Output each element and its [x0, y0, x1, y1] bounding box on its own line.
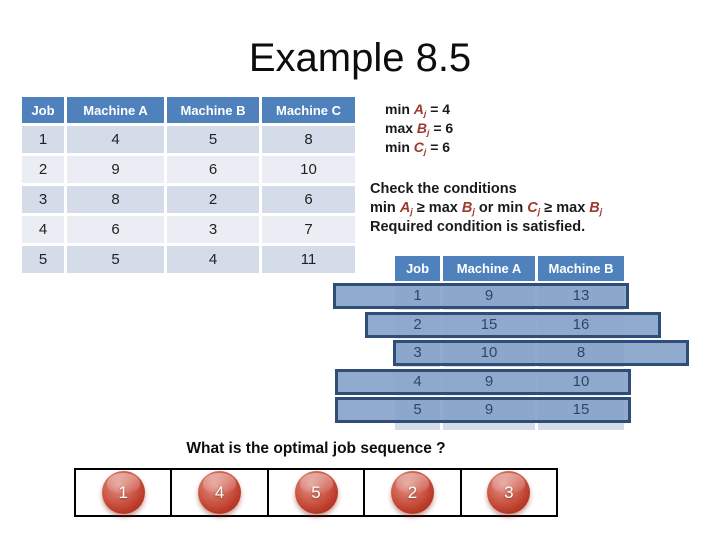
col-header-machine-a: Machine A — [443, 256, 535, 281]
sequence-cell: 4 — [172, 470, 269, 515]
table-row: 4 6 3 7 — [22, 216, 355, 243]
col-header-machine-a: Machine A — [67, 97, 164, 123]
highlight-bar — [333, 283, 629, 309]
job-chip: 1 — [101, 471, 145, 514]
two-machine-table-header: Job Machine A Machine B — [392, 253, 627, 284]
cell-machine-b: 16 — [572, 316, 590, 333]
sequence-cell: 5 — [268, 470, 366, 515]
sequence-cell: 1 — [76, 470, 173, 515]
check-expression: min Aj ≥ max Bj or min Cj ≥ max Bj — [370, 200, 603, 217]
table-row: 1 4 5 8 — [22, 126, 355, 153]
cell-machine-c: 6 — [262, 186, 355, 213]
cell-job: 2 — [22, 156, 64, 183]
min-c-line: min Cj = 6 — [385, 139, 451, 157]
cell-machine-b: 5 — [167, 126, 259, 153]
highlight-bar — [335, 397, 631, 423]
cell-job: 2 — [413, 316, 422, 333]
col-header-job: Job — [395, 256, 440, 281]
check-title: Check the conditions — [370, 181, 517, 197]
highlight-bar — [335, 369, 631, 395]
table-row: 2 9 6 10 — [22, 156, 355, 183]
table-row: 3 10 8 — [393, 340, 689, 368]
cell-machine-b: 4 — [167, 246, 259, 273]
cell-job: 4 — [22, 216, 64, 243]
cell-job: 4 — [413, 373, 422, 390]
col-header-machine-b: Machine B — [538, 256, 624, 281]
cell-machine-c: 7 — [262, 216, 355, 243]
cell-job: 5 — [413, 401, 422, 418]
job-chip-label: 3 — [504, 482, 514, 502]
job-chip-label: 5 — [311, 482, 321, 502]
cell-machine-a: 9 — [484, 373, 494, 390]
table-row: 5 5 4 11 — [22, 246, 355, 273]
sequence-cell: 2 — [365, 470, 462, 515]
cell-machine-a: 10 — [480, 344, 498, 361]
cell-job: 3 — [22, 186, 64, 213]
job-chip: 3 — [487, 471, 531, 514]
check-result: Required condition is satisfied. — [370, 219, 586, 235]
cell-job: 5 — [22, 246, 64, 273]
cell-machine-b: 8 — [576, 344, 586, 361]
table-header-row: Job Machine A Machine B — [395, 256, 624, 281]
two-machine-table-body: 1 9 13 2 15 16 3 10 8 4 — [333, 283, 689, 433]
table-row: 3 8 2 6 — [22, 186, 355, 213]
max-b-line: max Bj = 6 — [385, 120, 454, 138]
table-row: 1 9 13 — [333, 283, 630, 311]
job-chip-label: 4 — [214, 482, 225, 502]
cell-machine-b: 6 — [167, 156, 259, 183]
cell-machine-a: 5 — [67, 246, 164, 273]
col-header-machine-c: Machine C — [262, 97, 355, 123]
col-header-machine-b: Machine B — [167, 97, 259, 123]
cell-job: 3 — [413, 344, 422, 361]
job-chip-label: 2 — [407, 482, 418, 502]
sequence-strip: 1 4 5 2 3 — [74, 468, 558, 517]
cell-machine-b: 2 — [167, 186, 259, 213]
cell-job: 1 — [413, 287, 422, 304]
sequence-cell: 3 — [461, 470, 557, 515]
jobs-machines-table: Job Machine A Machine B Machine C 1 4 5 … — [19, 94, 358, 276]
cell-machine-b: 10 — [572, 373, 590, 390]
cell-machine-c: 8 — [262, 126, 355, 153]
cell-machine-a: 9 — [67, 156, 164, 183]
table-header-row: Job Machine A Machine B Machine C — [22, 97, 355, 123]
cell-machine-b: 13 — [572, 287, 590, 304]
job-chip: 4 — [198, 471, 242, 514]
cell-machine-a: 4 — [67, 126, 164, 153]
cell-machine-c: 10 — [262, 156, 355, 183]
table-row: 4 9 10 — [335, 369, 631, 397]
min-a-line: min Aj = 4 — [385, 101, 451, 119]
cell-machine-a: 15 — [480, 316, 498, 333]
cell-machine-a: 6 — [67, 216, 164, 243]
condition-check: Check the conditions min Aj ≥ max Bj or … — [370, 180, 602, 237]
job-chip: 2 — [390, 471, 434, 514]
slide-title: Example 8.5 — [248, 36, 472, 80]
condition-values: min Aj = 4 max Bj = 6 min Cj = 6 — [385, 100, 453, 157]
highlight-bar — [365, 312, 661, 338]
cell-machine-b: 3 — [167, 216, 259, 243]
table-row: 2 15 16 — [365, 312, 661, 340]
job-chip-label: 1 — [118, 482, 128, 502]
cell-machine-a: 8 — [67, 186, 164, 213]
col-header-job: Job — [22, 97, 64, 123]
cell-machine-b: 15 — [572, 401, 590, 418]
job-chip: 5 — [294, 471, 338, 514]
question-text: What is the optimal job sequence ? — [186, 440, 446, 457]
cell-machine-a: 9 — [484, 287, 494, 304]
table-row: 5 9 15 — [335, 397, 631, 430]
cell-machine-c: 11 — [262, 246, 355, 273]
cell-job: 1 — [22, 126, 64, 153]
cell-machine-a: 9 — [484, 401, 494, 418]
highlight-bar — [393, 340, 689, 366]
